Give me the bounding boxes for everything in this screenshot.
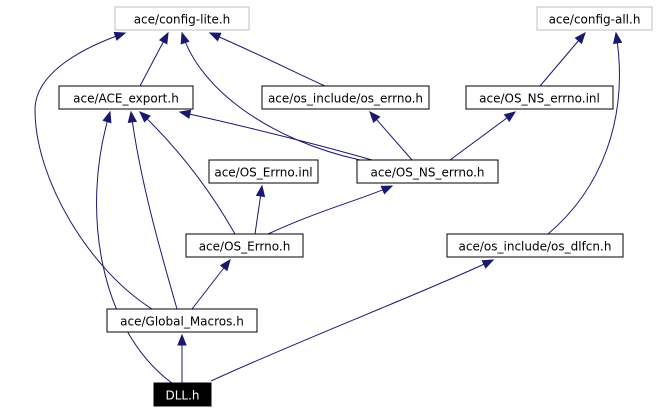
edge-line — [181, 32, 361, 161]
arrowhead-icon — [481, 259, 495, 269]
node-label: DLL.h — [165, 389, 199, 403]
node-box[interactable] — [185, 233, 304, 258]
node-box[interactable] — [536, 6, 653, 31]
arrowhead-icon — [127, 110, 138, 124]
node-config-lite[interactable]: ace/config-lite.h — [114, 6, 250, 31]
node-os-ns-errno-h[interactable]: ace/OS_NS_errno.h — [356, 159, 499, 184]
edge-os-errno-h-to-ace-export — [139, 111, 236, 235]
node-label: ace/OS_Errno.h — [199, 240, 291, 254]
edge-line — [369, 111, 413, 161]
node-global-macros[interactable]: ace/Global_Macros.h — [106, 308, 258, 333]
edge-dll-h-to-global-macros — [177, 333, 187, 383]
edge-global-macros-to-os-errno-h — [191, 258, 231, 310]
node-label: ace/config-lite.h — [134, 13, 231, 27]
node-box[interactable] — [208, 159, 319, 184]
edges-layer — [34, 31, 623, 384]
edge-line — [449, 111, 516, 161]
arrowhead-icon — [503, 111, 517, 123]
edge-os-ns-errno-h-to-os-include-os-errno — [369, 110, 413, 161]
node-label: ace/OS_Errno.inl — [214, 166, 312, 180]
edge-os-ns-errno-h-to-config-lite — [180, 31, 361, 161]
edge-line — [547, 32, 620, 235]
arrowhead-icon — [369, 110, 381, 124]
arrowhead-icon — [574, 31, 586, 45]
nodes-layer: ace/config-lite.h ace/config-all.h ace/ACE… — [58, 6, 653, 407]
arrowhead-icon — [219, 258, 231, 272]
node-box[interactable] — [114, 6, 250, 31]
arrowhead-icon — [139, 111, 151, 123]
edge-line — [539, 32, 586, 87]
arrowhead-icon — [180, 31, 190, 45]
node-box[interactable] — [446, 233, 624, 258]
edge-os-ns-errno-h-to-ace-export — [178, 109, 373, 161]
edge-line — [209, 32, 326, 87]
node-dll-h[interactable]: DLL.h — [153, 382, 212, 407]
arrowhead-icon — [178, 109, 192, 119]
arrowhead-icon — [380, 185, 394, 195]
arrowhead-icon — [102, 110, 112, 124]
arrowhead-icon — [158, 31, 169, 45]
node-os-errno-inl[interactable]: ace/OS_Errno.inl — [208, 159, 319, 184]
arrowhead-icon — [177, 333, 187, 346]
arrowhead-icon — [208, 32, 222, 42]
node-label: ace/ACE_export.h — [73, 92, 179, 106]
edge-ace-export-to-config-lite — [139, 31, 169, 87]
node-label: ace/os_include/os_dlfcn.h — [459, 240, 612, 254]
arrowhead-icon — [113, 31, 127, 41]
node-box[interactable] — [356, 159, 499, 184]
node-label: ace/OS_NS_errno.inl — [479, 92, 600, 106]
node-os-include-os-errno[interactable]: ace/os_include/os_errno.h — [261, 85, 430, 110]
edge-line — [96, 111, 173, 384]
node-box[interactable] — [261, 85, 430, 110]
node-label: ace/config-all.h — [549, 13, 641, 27]
node-label: ace/Global_Macros.h — [120, 315, 244, 329]
edge-dll-h-to-ace-export — [96, 110, 173, 384]
edge-line — [139, 111, 236, 235]
edge-line — [210, 259, 494, 382]
node-label: ace/os_include/os_errno.h — [268, 92, 423, 106]
edge-os-include-os-errno-to-config-lite — [208, 32, 326, 87]
node-os-ns-errno-inl[interactable]: ace/OS_NS_errno.inl — [465, 85, 614, 110]
arrowhead-icon — [612, 31, 623, 45]
node-os-errno-h[interactable]: ace/OS_Errno.h — [185, 233, 304, 258]
edge-line — [179, 111, 373, 161]
edge-os-include-os-dlfcn-to-config-all — [547, 31, 623, 235]
node-box[interactable] — [58, 85, 194, 110]
edge-line — [267, 185, 393, 235]
edge-global-macros-to-config-lite — [34, 31, 153, 310]
edge-line — [130, 111, 178, 310]
edge-os-ns-errno-h-to-os-ns-errno-inl — [449, 111, 517, 161]
node-box[interactable] — [153, 382, 212, 407]
node-os-include-os-dlfcn[interactable]: ace/os_include/os_dlfcn.h — [446, 233, 624, 258]
edge-line — [34, 32, 153, 310]
node-box[interactable] — [465, 85, 614, 110]
node-config-all[interactable]: ace/config-all.h — [536, 6, 653, 31]
arrowhead-icon — [255, 184, 266, 198]
edge-os-errno-h-to-os-ns-errno-h — [267, 185, 394, 235]
edge-global-macros-to-ace-export — [127, 110, 178, 310]
edge-dll-h-to-os-include-os-dlfcn — [210, 259, 495, 382]
node-ace-export[interactable]: ace/ACE_export.h — [58, 85, 194, 110]
edge-os-errno-h-to-os-errno-inl — [254, 184, 266, 235]
node-box[interactable] — [106, 308, 258, 333]
edge-os-ns-errno-inl-to-config-all — [539, 31, 586, 87]
node-label: ace/OS_NS_errno.h — [370, 166, 484, 180]
